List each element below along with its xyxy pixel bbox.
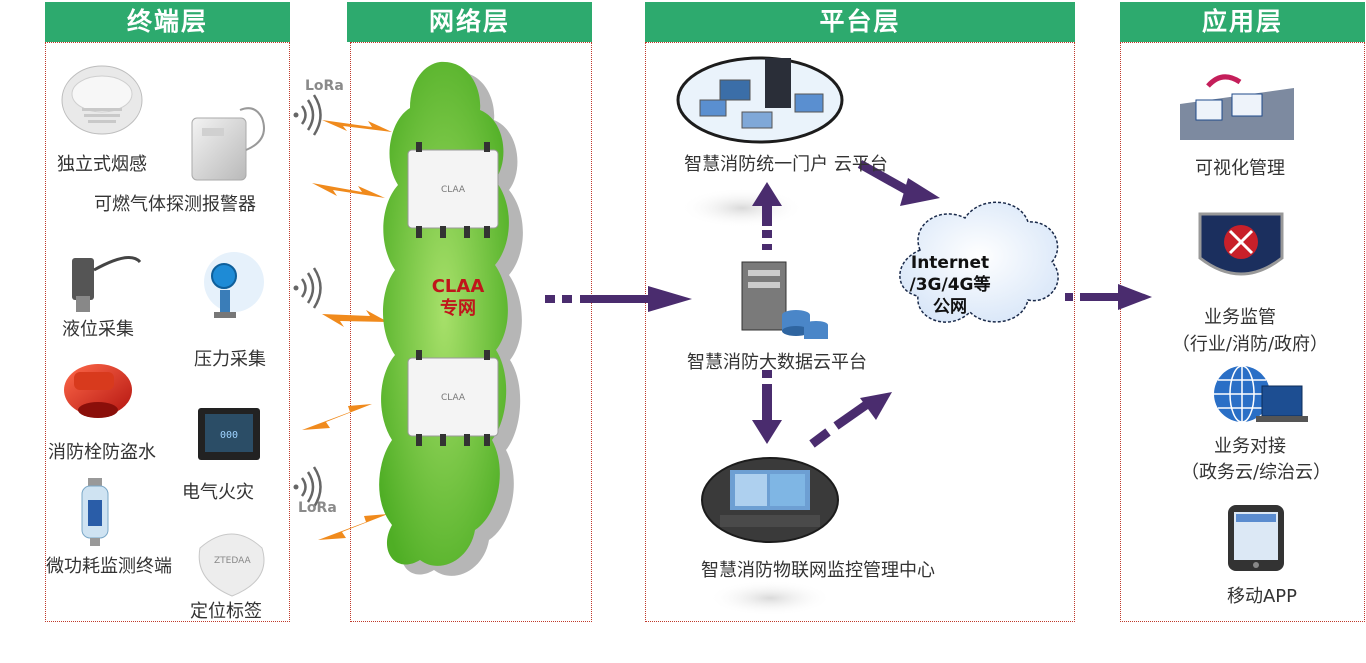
electric-fire-monitor-icon: 000 bbox=[198, 408, 260, 460]
platform-layer-header: 平台层 bbox=[645, 2, 1075, 42]
wireless-bolts-icon bbox=[302, 120, 392, 540]
label-micro-power-terminal: 微功耗监测终端 bbox=[46, 556, 172, 577]
internet-line-1: Internet bbox=[910, 253, 990, 273]
label-hydrant-device: 消防栓防盗水 bbox=[48, 442, 156, 463]
application-layer-header: 应用层 bbox=[1120, 2, 1365, 42]
signal-waves-icon bbox=[293, 94, 322, 508]
label-pressure-sensor: 压力采集 bbox=[194, 349, 266, 370]
application-layer-frame bbox=[1120, 42, 1365, 622]
label-supervision: 业务监管 bbox=[1204, 307, 1276, 328]
lora-label-bottom: LoRa bbox=[298, 500, 337, 516]
tag-brand-text: ZTEDAA bbox=[214, 556, 251, 566]
svg-text:000: 000 bbox=[220, 430, 238, 441]
svg-text:CLAA: CLAA bbox=[441, 393, 466, 403]
mobile-phone-icon bbox=[1228, 505, 1284, 571]
platform-layer-frame bbox=[645, 42, 1075, 622]
label-business-docking-sub: （政务云/综治云） bbox=[1180, 462, 1332, 483]
shadow bbox=[680, 188, 804, 228]
label-supervision-sub: （行业/消防/政府） bbox=[1171, 334, 1329, 355]
internet-line-3: 公网 bbox=[933, 297, 967, 317]
portal-cloud-icon bbox=[676, 56, 844, 144]
claa-gateway-icon: CLAA bbox=[407, 350, 499, 446]
positioning-tag-icon bbox=[198, 533, 265, 597]
smoke-detector-icon bbox=[61, 65, 143, 135]
terminal-layer-frame bbox=[45, 42, 290, 622]
label-gas-detector: 可燃气体探测报警器 bbox=[94, 194, 256, 215]
network-layer-frame bbox=[350, 42, 592, 622]
label-electric-fire: 电气火灾 bbox=[182, 482, 254, 503]
claa-line-2: 专网 bbox=[439, 298, 476, 319]
bigdata-server-icon bbox=[741, 261, 828, 339]
shadow bbox=[708, 580, 832, 616]
hydrant-device-icon bbox=[64, 364, 132, 418]
label-monitoring-center: 智慧消防物联网监控管理中心 bbox=[701, 560, 935, 581]
gas-detector-icon bbox=[191, 107, 265, 181]
label-bigdata-platform: 智慧消防大数据云平台 bbox=[687, 352, 867, 373]
label-positioning-tag: 定位标签 bbox=[190, 601, 262, 622]
claa-network-label: CLAA 专网 bbox=[432, 276, 485, 320]
supervision-badge-icon bbox=[1198, 212, 1284, 276]
level-sensor-icon bbox=[72, 256, 142, 312]
claa-line-1: CLAA bbox=[431, 276, 485, 297]
svg-text:CLAA: CLAA bbox=[441, 185, 466, 195]
visual-management-icon bbox=[1180, 74, 1294, 140]
pressure-sensor-icon bbox=[204, 252, 264, 318]
flow-arrows bbox=[545, 160, 1152, 448]
micro-power-terminal-icon bbox=[81, 478, 109, 546]
globe-laptop-icon bbox=[1214, 365, 1308, 423]
label-level-sensor: 液位采集 bbox=[62, 319, 134, 340]
internet-cloud bbox=[899, 201, 1059, 323]
label-business-docking: 业务对接 bbox=[1214, 436, 1286, 457]
label-portal-cloud: 智慧消防统一门户 云平台 bbox=[684, 154, 888, 175]
label-smoke-detector: 独立式烟感 bbox=[57, 154, 147, 175]
lora-label-top: LoRa bbox=[305, 78, 344, 94]
terminal-layer-header: 终端层 bbox=[45, 2, 290, 42]
label-mobile-app: 移动APP bbox=[1226, 586, 1298, 607]
label-visual-management: 可视化管理 bbox=[1195, 158, 1285, 179]
internet-line-2: /3G/4G等 bbox=[909, 275, 991, 295]
network-layer-header: 网络层 bbox=[347, 2, 592, 42]
internet-cloud-label: Internet /3G/4G等 公网 bbox=[850, 252, 1050, 318]
monitoring-center-icon bbox=[701, 457, 839, 543]
claa-gateway-icon: CLAA bbox=[407, 142, 499, 238]
